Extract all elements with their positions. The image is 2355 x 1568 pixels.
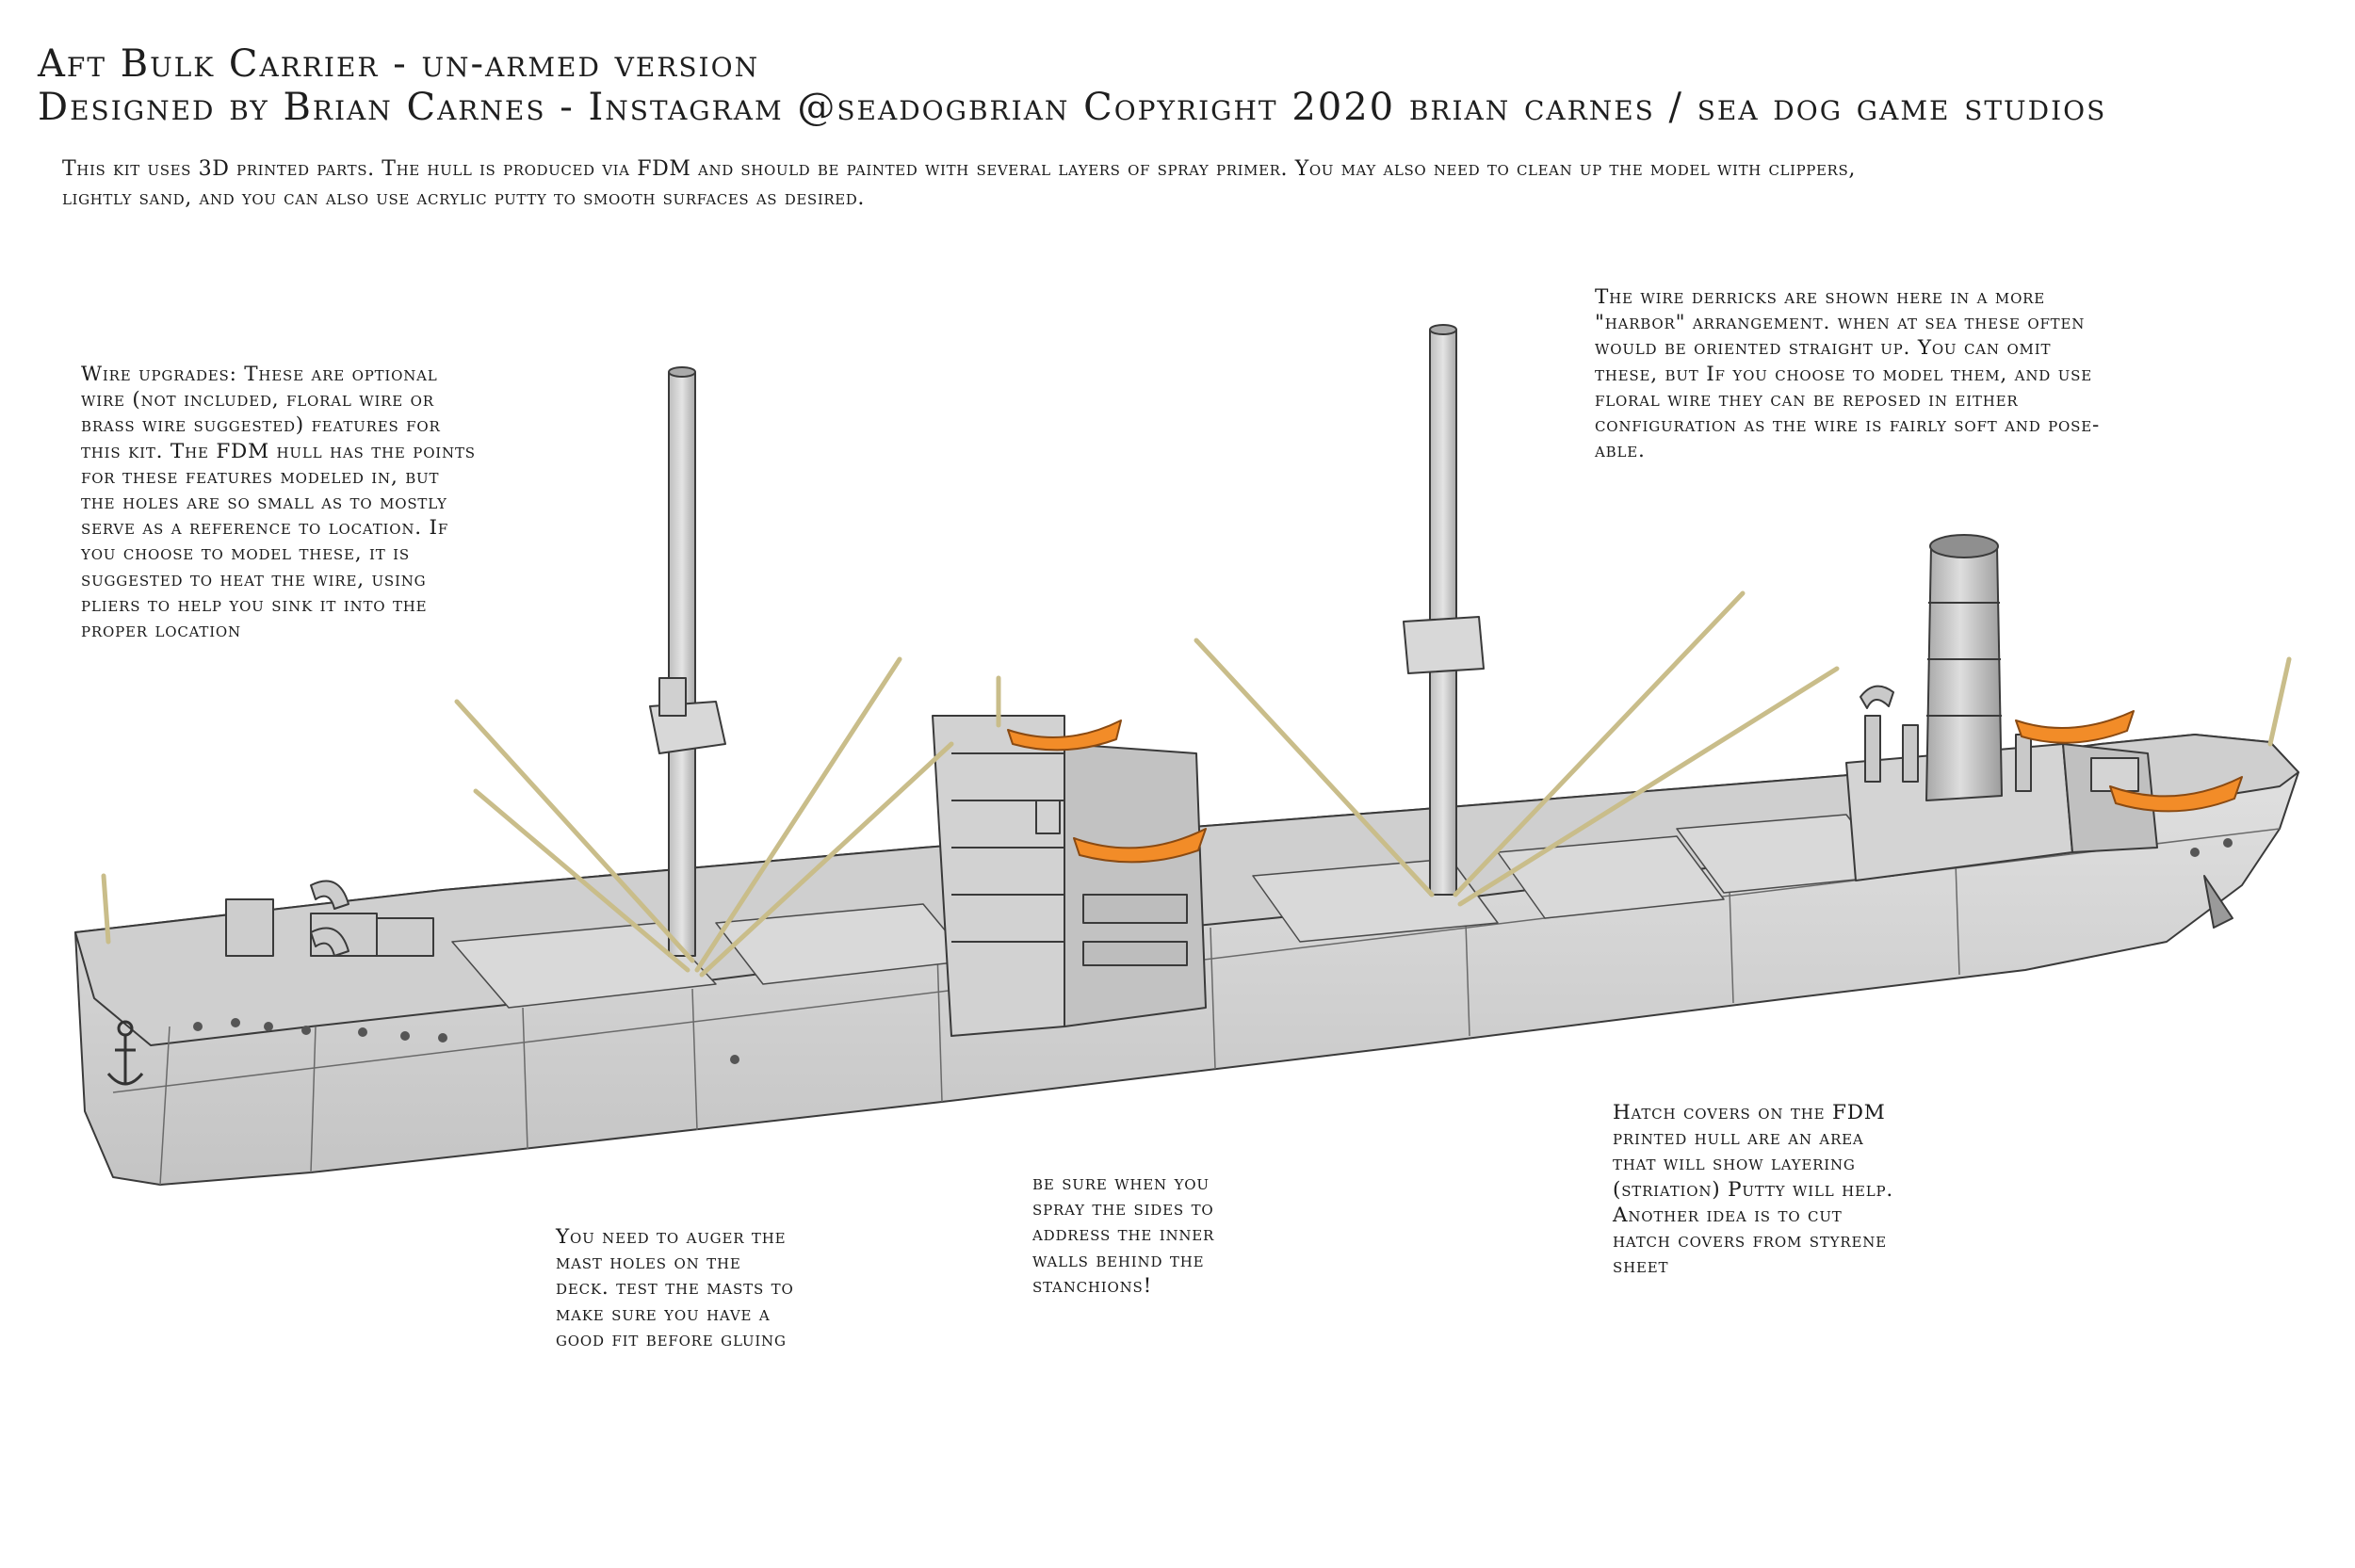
note-spray-sides: be sure when you spray the sides to addr…: [1032, 1172, 1215, 1298]
title-line-1: Aft Bulk Carrier - un-armed version: [38, 42, 760, 86]
funnel: [1925, 534, 2003, 801]
anchor-icon: [106, 1020, 144, 1086]
lifeboat-4: [2109, 776, 2243, 813]
bridge-block: [932, 715, 1065, 1037]
title-line-2: Designed by Brian Carnes - Instagram @se…: [38, 86, 2107, 129]
lifeboat-2: [1073, 828, 1207, 864]
note-wire-upgrades: Wire upgrades: These are optional wire (…: [81, 363, 476, 643]
lifeboat-1: [1007, 719, 1122, 752]
mainmast: [1403, 324, 1485, 896]
lifeboat-3: [2015, 710, 2135, 744]
note-derricks: The wire derricks are shown here in a mo…: [1595, 285, 2101, 463]
note-auger-masts: You need to auger the mast holes on the …: [556, 1225, 794, 1351]
hatch-cover-4: [1497, 835, 1725, 919]
foremast: [649, 366, 726, 957]
note-hatch-covers: Hatch covers on the FDM printed hull are…: [1613, 1101, 1894, 1279]
intro-paragraph: This kit uses 3D printed parts. The hull…: [62, 157, 1856, 210]
hatch-cover-1: [451, 922, 717, 1009]
derrick-wires: [101, 590, 2292, 978]
